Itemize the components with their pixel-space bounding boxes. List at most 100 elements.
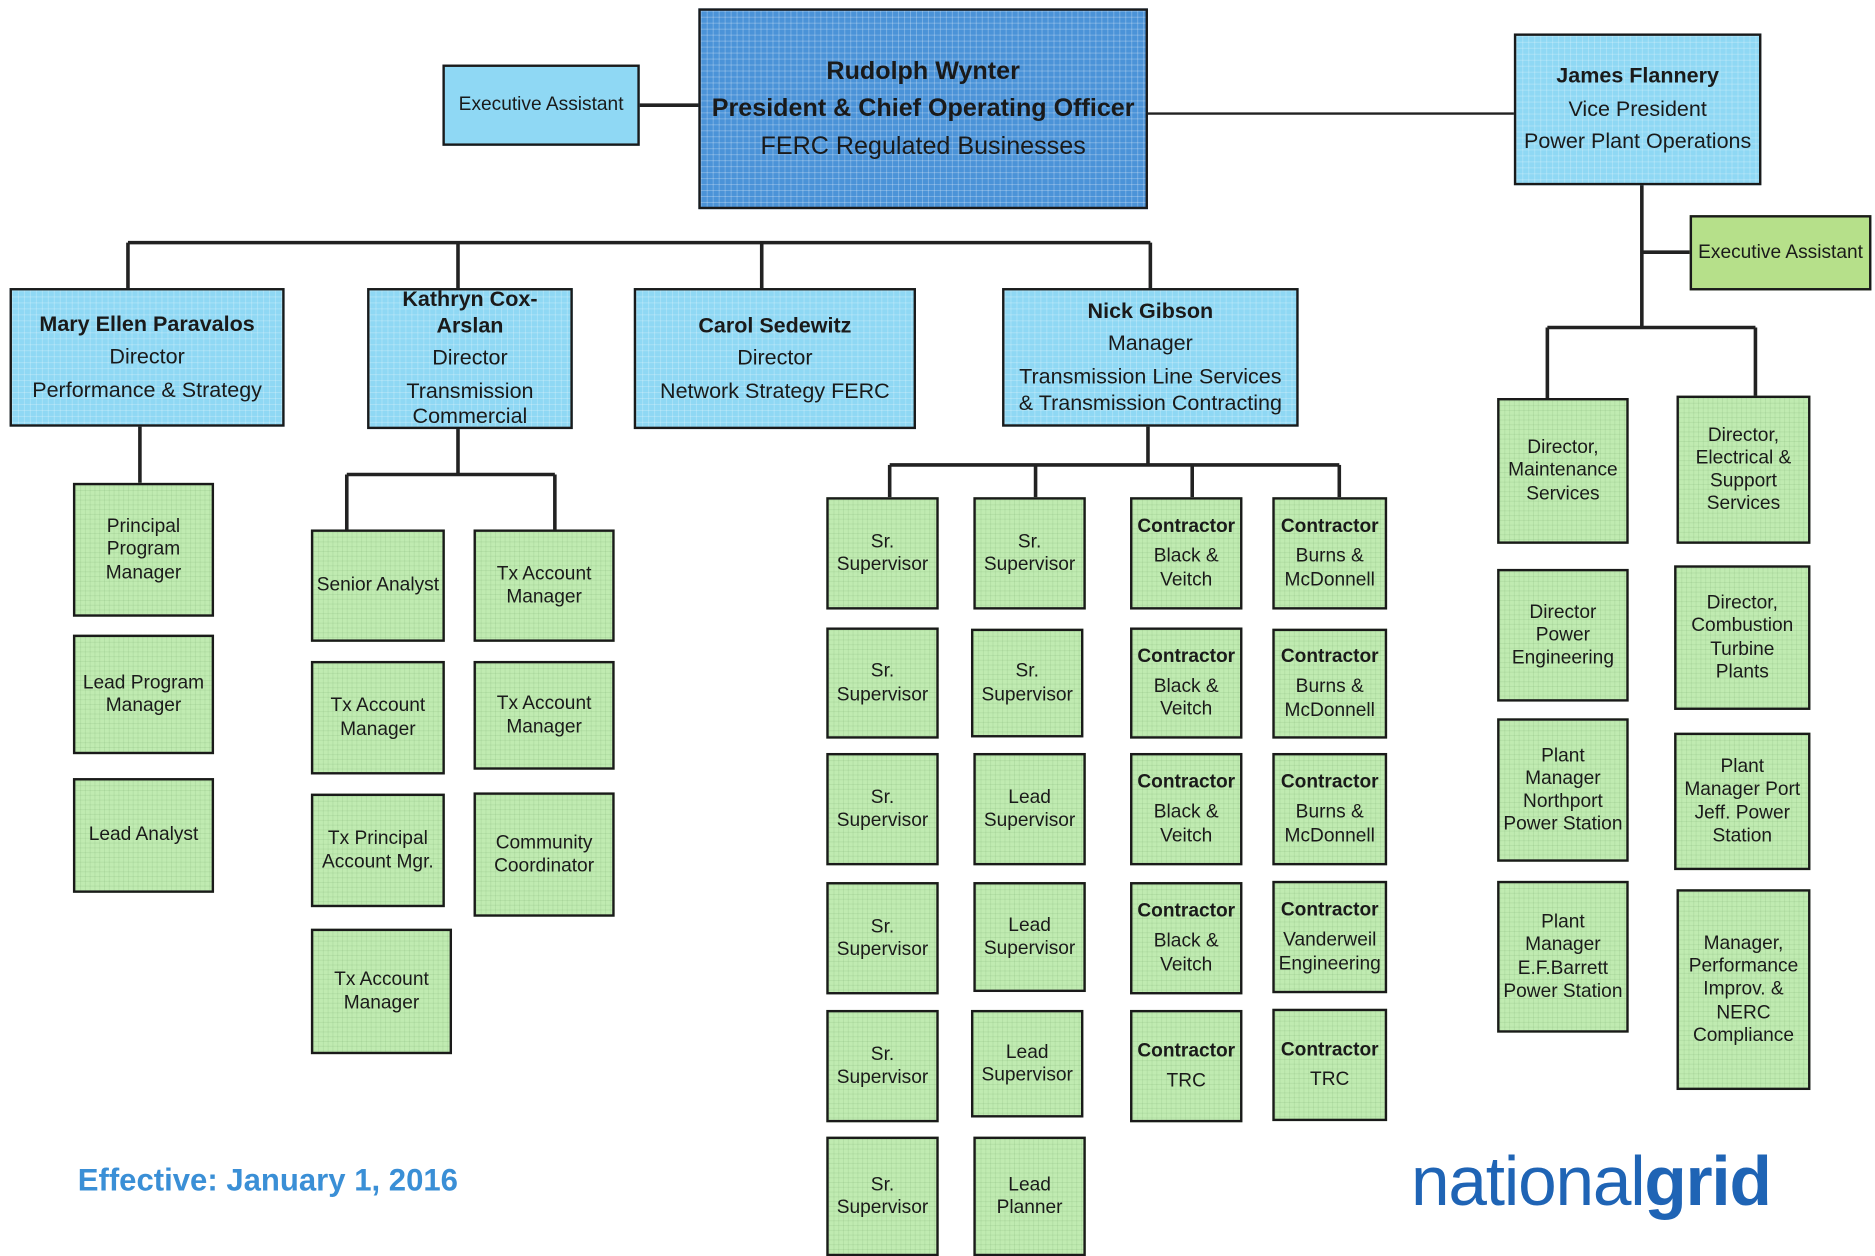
- contractor-firm: Black & Veitch: [1153, 802, 1219, 846]
- president-unit: FERC Regulated Businesses: [760, 132, 1086, 160]
- team-role: Sr. Supervisor: [981, 661, 1073, 705]
- team-role: Plant Manager Northport Power Station: [1503, 745, 1623, 835]
- contractor-label: Contractor: [1280, 646, 1379, 668]
- team-box: Plant Manager Port Jeff. Power Station: [1674, 732, 1811, 871]
- director-name: Carol Sedewitz: [698, 312, 852, 337]
- president-title: President & Chief Operating Officer: [711, 94, 1135, 123]
- team-role: Sr. Supervisor: [836, 531, 929, 575]
- contractor-label: Contractor: [1280, 1039, 1379, 1060]
- team-box: Principal Program Manager: [72, 482, 215, 617]
- vp-executive-assistant-label: Executive Assistant: [1698, 242, 1863, 263]
- contractor-label: Contractor: [1137, 1040, 1236, 1062]
- team-role: Tx Principal Account Mgr.: [322, 828, 434, 872]
- team-box: Lead Analyst: [72, 778, 215, 893]
- team-role: Tx Account Manager: [496, 693, 592, 737]
- effective-date: Effective: January 1, 2016: [77, 1161, 458, 1198]
- contractor-label: Contractor: [1137, 901, 1236, 922]
- director-name: Kathryn Cox-Arslan: [402, 288, 538, 337]
- executive-assistant-label: Executive Assistant: [458, 94, 624, 116]
- team-role: Lead Program Manager: [82, 672, 205, 716]
- contractor-firm: Burns & McDonnell: [1284, 546, 1375, 590]
- team-role: Tx Account Manager: [496, 563, 592, 608]
- team-box: Lead Supervisor: [973, 882, 1086, 993]
- national-grid-logo: nationalgrid: [1411, 1141, 1772, 1221]
- team-box: Sr. Supervisor: [970, 628, 1084, 738]
- contractor-firm: Black & Veitch: [1153, 546, 1219, 590]
- director-unit: Performance & Strategy: [32, 377, 262, 402]
- team-role: Director, Combustion Turbine Plants: [1691, 592, 1794, 683]
- team-box: Tx Principal Account Mgr.: [310, 793, 445, 908]
- logo-part-grid: grid: [1644, 1142, 1771, 1221]
- contractor-firm: Burns & McDonnell: [1284, 676, 1375, 721]
- team-box: Lead Supervisor: [970, 1009, 1084, 1118]
- director-box-sedewitz: Carol Sedewitz Director Network Strategy…: [633, 288, 916, 430]
- team-box: Lead Supervisor: [973, 752, 1086, 866]
- director-title: Director: [737, 345, 813, 370]
- team-box: Community Coordinator: [473, 792, 615, 917]
- team-role: Director, Electrical & Support Services: [1695, 425, 1792, 515]
- contractor-firm: Burns & McDonnell: [1284, 802, 1375, 846]
- team-box: Manager, Performance Improv. & NERC Comp…: [1676, 889, 1811, 1091]
- team-role: Plant Manager Port Jeff. Power Station: [1684, 756, 1801, 846]
- team-role: Tx Account Manager: [334, 969, 429, 1013]
- team-box: Director, Combustion Turbine Plants: [1674, 565, 1811, 710]
- manager-name: Nick Gibson: [1087, 298, 1214, 323]
- director-title: Director: [432, 345, 508, 370]
- team-box: Plant Manager Northport Power Station: [1497, 718, 1629, 862]
- team-role: Community Coordinator: [494, 832, 595, 877]
- team-box: Sr. Supervisor: [826, 627, 939, 739]
- team-role: Lead Planner: [996, 1174, 1063, 1218]
- director-unit: Network Strategy FERC: [660, 378, 890, 403]
- team-role: Sr. Supervisor: [836, 916, 929, 960]
- team-role: Lead Supervisor: [983, 787, 1076, 831]
- team-role: Lead Analyst: [88, 825, 199, 846]
- team-role: Plant Manager E.F.Barrett Power Station: [1503, 912, 1623, 1002]
- team-box: Sr. Supervisor: [973, 497, 1086, 610]
- team-box: Director Power Engineering: [1497, 568, 1629, 702]
- manager-title: Manager: [1107, 331, 1193, 356]
- team-role: Sr. Supervisor: [836, 787, 929, 831]
- director-name: Mary Ellen Paravalos: [39, 311, 255, 336]
- manager-box-gibson: Nick Gibson Manager Transmission Line Se…: [1002, 288, 1299, 427]
- contractor-firm: TRC: [1166, 1070, 1206, 1092]
- contractor-firm: Black & Veitch: [1153, 931, 1219, 975]
- team-box: Sr. Supervisor: [826, 752, 939, 866]
- team-box: Plant Manager E.F.Barrett Power Station: [1497, 880, 1629, 1033]
- vp-name: James Flannery: [1556, 63, 1719, 88]
- team-role: Tx Account Manager: [330, 695, 426, 740]
- president-box: Rudolph Wynter President & Chief Operati…: [698, 8, 1148, 210]
- contractor-label: Contractor: [1280, 772, 1379, 793]
- team-role: Senior Analyst: [316, 575, 440, 596]
- team-box: Lead Planner: [973, 1136, 1086, 1256]
- director-unit: Transmission Commercial: [406, 378, 534, 429]
- logo-part-national: national: [1411, 1142, 1646, 1221]
- vp-unit: Power Plant Operations: [1523, 129, 1752, 154]
- team-role: Sr. Supervisor: [836, 661, 929, 705]
- team-box: Senior Analyst: [310, 529, 445, 642]
- contractor-label: Contractor: [1137, 516, 1236, 537]
- team-box: Tx Account Manager: [473, 660, 615, 770]
- team-role: Lead Supervisor: [981, 1041, 1073, 1086]
- team-box: Lead Program Manager: [72, 634, 215, 755]
- contractor-firm: TRC: [1310, 1069, 1350, 1091]
- contractor-label: Contractor: [1280, 516, 1379, 537]
- team-role: Director Power Engineering: [1511, 602, 1614, 669]
- contractor-label: Contractor: [1137, 646, 1236, 667]
- team-box: Sr. Supervisor: [826, 497, 939, 610]
- team-box: Sr. Supervisor: [826, 882, 939, 995]
- team-box: Sr. Supervisor: [826, 1009, 939, 1123]
- team-role: Director, Maintenance Services: [1508, 437, 1618, 504]
- vp-executive-assistant-box: Executive Assistant: [1689, 215, 1872, 291]
- team-box: Tx Account Manager: [310, 928, 453, 1055]
- team-role: Sr. Supervisor: [983, 531, 1076, 575]
